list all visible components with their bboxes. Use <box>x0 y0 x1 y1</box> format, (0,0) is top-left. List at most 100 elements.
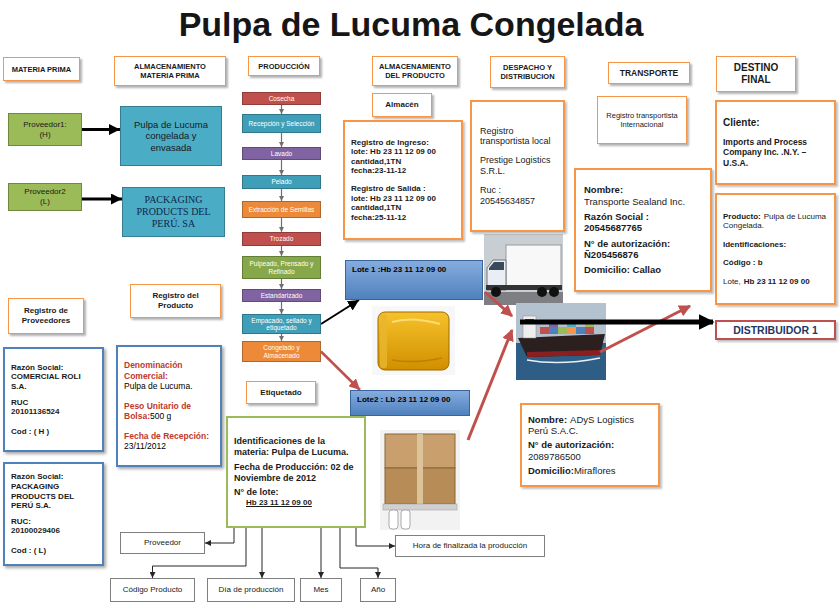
supplier-box: Proveedor1:(H) <box>8 113 82 146</box>
label-text: Razón Social: <box>11 363 96 373</box>
drawing-part <box>491 287 501 297</box>
drawing-part <box>558 327 567 334</box>
process-step: Lavado <box>242 147 321 160</box>
label-text: lote: Hb 23 11 12 09 00 <box>351 147 455 157</box>
header-box: PRODUCCIÓN <box>248 56 320 76</box>
text-group: Año <box>363 585 393 595</box>
label-text: DISTRIBUIDOR 1 <box>720 324 831 337</box>
record-box: Cliente:Imports and Process Company Inc.… <box>715 100 836 185</box>
label-text: Proveedor <box>123 538 202 548</box>
drawing-part <box>401 510 410 529</box>
drawing-part <box>567 327 576 334</box>
flow-connector <box>205 528 234 543</box>
material-box: PACKAGING PRODUCTS DEL PERÚ. SA <box>122 187 225 237</box>
text-group: Razón Social:PACKAGING PRODUCTS DEL PERÚ… <box>11 472 96 555</box>
label-text: Empacado, sellado y etiquetado <box>245 317 318 332</box>
drawing-part <box>392 319 440 324</box>
label-text: Identificaciones: <box>723 240 828 250</box>
drawing-part <box>549 327 558 334</box>
distributor-box: DISTRIBUIDOR 1 <box>715 320 836 340</box>
label-text: Transporte Sealand Inc. <box>584 196 702 207</box>
label-text: RUC: <box>11 517 96 527</box>
label-text: Domicilio: Callao <box>584 264 702 275</box>
label-text: N° de lote: <box>234 487 358 498</box>
diagram-title: Pulpa de Lucuma Congelada <box>0 5 822 44</box>
drawing-part <box>380 314 387 368</box>
label-text: Imports and Process Company Inc. .N.Y. –… <box>723 137 828 168</box>
drawing-part <box>417 434 423 504</box>
label-text: 2089786500 <box>528 451 652 462</box>
label-text: PACKAGING PRODUCTS DEL PERÚ S.A. <box>11 482 96 511</box>
label-text: Razón Social : <box>584 211 702 222</box>
label-text: Pelado <box>245 178 318 185</box>
label-text: DESPACHO Y DISTRIBUCION <box>494 63 561 81</box>
supplier-box: Proveedor2(L) <box>8 183 82 211</box>
process-step: Estandarizado <box>242 289 321 302</box>
text-group: Pulpa de Lucuma congelada y envasada <box>125 119 217 153</box>
drawing-part <box>383 504 457 510</box>
text-group: Identificaciones de la materia: Pulpa de… <box>234 436 358 508</box>
text-group: ALMACENAMIENTO DEL PRODUCTO <box>376 62 454 80</box>
header-box: MATERIA PRIMA <box>3 57 80 81</box>
label-text: N° de autorización: <box>584 238 702 249</box>
text-group: Registro de Ingreso:lote: Hb 23 11 12 09… <box>351 138 455 223</box>
text-group: Registro de Proveedores <box>12 306 80 325</box>
label-text: 20100029406 <box>11 526 96 536</box>
process-step: Cosecha <box>242 92 321 105</box>
record-box: Producto:Pulpa de Lucuma Congelada.Ident… <box>715 193 836 305</box>
flow-connector <box>82 198 122 201</box>
label-text: Razón Social: <box>11 472 96 482</box>
label-text: Registro de Ingreso: <box>351 138 455 148</box>
text-group: Registro del Producto <box>134 291 217 310</box>
label-text: Registro de Salida : <box>351 184 455 194</box>
flow-connector <box>82 128 120 131</box>
label-text: Ñ205456876 <box>584 249 702 260</box>
label-text: Etiquetado <box>250 388 312 398</box>
text-group: Registro transportista localPrestige Log… <box>480 126 555 207</box>
drawing-part <box>372 306 455 375</box>
label-text: 20545634857 <box>480 196 555 207</box>
text-group: Empacado, sellado y etiquetado <box>245 317 318 332</box>
header-box: Almacén <box>372 93 432 117</box>
label-text: Miraflores <box>574 465 616 476</box>
label-text: ALMACENAMIENTO MATERIA PRIMA <box>118 62 222 80</box>
flow-connector <box>281 160 282 175</box>
drawing-part <box>527 350 601 357</box>
label-text: (L) <box>11 197 79 207</box>
text-group: Producto:Pulpa de Lucuma Congelada.Ident… <box>723 212 828 287</box>
registry-card: Razón Social:PACKAGING PRODUCTS DEL PERÚ… <box>3 462 104 566</box>
text-group: Lote 1 :Hb 23 11 12 09 00 <box>352 265 476 275</box>
text-group: Trozado <box>245 235 318 242</box>
label-text: PRODUCCIÓN <box>252 62 316 71</box>
label-text: Código : b <box>723 258 828 268</box>
text-group: ALMACENAMIENTO MATERIA PRIMA <box>118 62 222 80</box>
label-text: Fecha de Producción: 02 de Noviembre de … <box>234 462 358 484</box>
drawing-part <box>576 327 585 334</box>
material-box: Pulpa de Lucuma congelada y envasada <box>120 106 222 166</box>
label-text: Extracción de Semillas <box>245 206 318 213</box>
drawing-part <box>485 292 512 316</box>
pallet-boxes-photo <box>380 430 460 530</box>
label-text: Cosecha <box>245 95 318 102</box>
label-text: Lote 1 :Hb 23 11 12 09 00 <box>352 265 476 275</box>
label-text: Pulpa de Lucuma. <box>124 381 214 391</box>
drawing-part <box>549 287 559 297</box>
label-text: Lote2 : Lb 23 11 12 09 00 <box>357 395 463 405</box>
text-group: Estandarizado <box>245 292 318 299</box>
label-text: Producto: <box>723 212 761 221</box>
text-group: Congelado y Almacenado <box>245 344 318 359</box>
label-text: 20545687765 <box>584 222 702 233</box>
code-part-box: Año <box>360 578 396 602</box>
label-text: Denominación Comercial: <box>124 360 214 380</box>
lot-bar: Lote 1 :Hb 23 11 12 09 00 <box>345 260 483 300</box>
label-text: Nombre: <box>584 184 702 195</box>
text-group: Lote2 : Lb 23 11 12 09 00 <box>357 395 463 405</box>
header-box: ALMACENAMIENTO MATERIA PRIMA <box>114 56 226 86</box>
text-group: Lavado <box>245 150 318 157</box>
flow-connector <box>321 300 359 324</box>
flow-connector <box>281 189 282 201</box>
text-group: Nombre:ADyS Logistics Perú S.A.C.N° de a… <box>528 414 652 477</box>
code-part-box: Día de producción <box>207 578 295 602</box>
